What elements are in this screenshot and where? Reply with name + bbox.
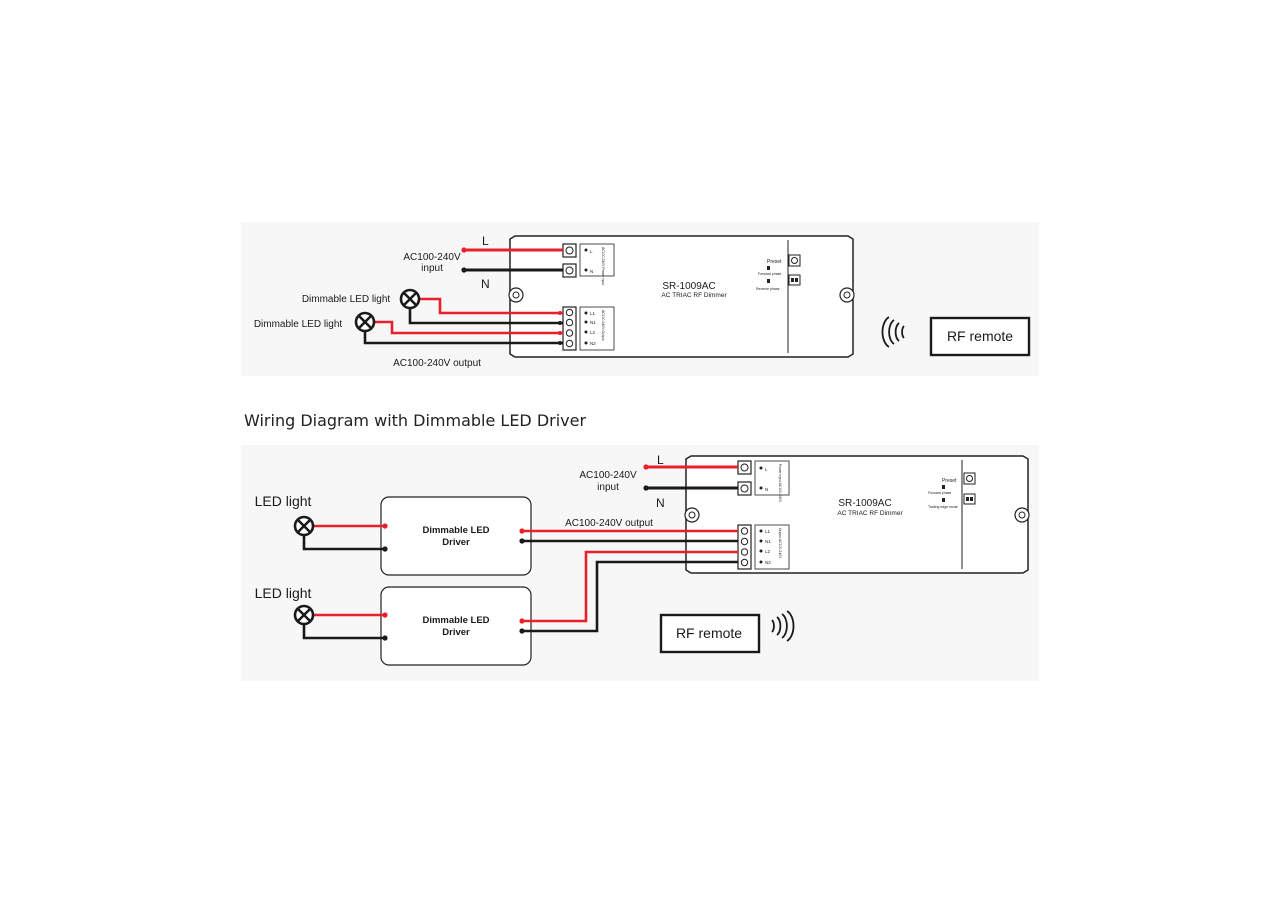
d1-input-label-2: input bbox=[421, 263, 443, 274]
device1-controls: Preset Forward phase Reverse phase bbox=[756, 254, 801, 291]
d2-label-N: N bbox=[656, 496, 665, 510]
d1-label-L: L bbox=[482, 234, 489, 248]
d1-signal-waves-icon bbox=[881, 316, 905, 348]
d2-preset-label: Preset bbox=[942, 478, 957, 484]
d2-signal-waves-icon bbox=[771, 610, 795, 642]
d2-wire-N2 bbox=[521, 560, 738, 633]
d1-wire-N1 bbox=[408, 308, 563, 325]
d2-in-term-L: L bbox=[765, 467, 768, 472]
d2-rf-remote-box bbox=[659, 613, 761, 654]
d2-out-term-N1: N1 bbox=[765, 539, 771, 544]
d2-rf-remote-label: RF remote bbox=[676, 625, 742, 641]
d1-input-label-1: AC100-240V bbox=[403, 252, 461, 263]
d2-driver-2-box bbox=[380, 586, 532, 666]
d2-wire-L2 bbox=[521, 550, 738, 623]
d1-preset-label: Preset bbox=[767, 259, 782, 265]
d2-driver2-line2: Driver bbox=[442, 627, 470, 638]
d2-led1-label: LED light bbox=[255, 493, 312, 509]
d1-output-label: AC100-240V output bbox=[393, 358, 481, 369]
d1-lamp-2-icon bbox=[354, 311, 376, 333]
diagram1: L N AC100-240V Power input L1 N1 L2 N2 A… bbox=[254, 234, 1031, 369]
d2-led2-label: LED light bbox=[255, 585, 312, 601]
d1-wire-N2 bbox=[363, 331, 563, 345]
device1-subtitle: AC TRIAC RF Dimmer bbox=[661, 292, 727, 299]
diagram2-heading: Wiring Diagram with Dimmable LED Driver bbox=[244, 411, 587, 430]
device1-output-terminals: L1 N1 L2 N2 AC100-240V Output bbox=[562, 306, 615, 351]
d1-rf-remote-label: RF remote bbox=[947, 328, 1013, 344]
d2-in-block-text: Power input AC100-240V bbox=[778, 464, 782, 503]
d1-out-block-text: AC100-240V Output bbox=[601, 310, 605, 341]
d1-phase2-label: Reverse phase bbox=[756, 287, 780, 291]
d2-out-block-text: Output AC100-240V bbox=[778, 528, 782, 559]
d1-lamp-1-icon bbox=[399, 288, 421, 310]
d1-in-block-text: AC100-240V Power input bbox=[601, 247, 605, 285]
d2-driver1-line1: Dimmable LED bbox=[422, 525, 489, 536]
d1-out-term-L2: L2 bbox=[590, 330, 596, 335]
device2-name: SR-1009AC bbox=[838, 498, 891, 509]
d2-out-term-L1: L1 bbox=[765, 529, 771, 534]
d1-label-N: N bbox=[481, 277, 490, 291]
d2-led2-wire-black bbox=[302, 624, 385, 640]
d2-output-label: AC100-240V output bbox=[565, 518, 653, 529]
d2-out-term-N2: N2 bbox=[765, 560, 771, 565]
device1-name: SR-1009AC bbox=[662, 281, 715, 292]
d2-led-2-icon bbox=[293, 604, 315, 626]
d2-input-label-1: AC100-240V bbox=[579, 470, 637, 481]
d1-wire-L1 bbox=[418, 297, 563, 315]
d1-in-term-N: N bbox=[590, 269, 593, 274]
d1-rf-remote-box bbox=[929, 316, 1031, 357]
d2-out-term-L2: L2 bbox=[765, 549, 771, 554]
device2-output-terminals: L1 N1 L2 N2 Output AC100-240V bbox=[737, 524, 790, 570]
d1-in-term-L: L bbox=[590, 249, 593, 254]
d2-driver2-line1: Dimmable LED bbox=[422, 615, 489, 626]
d2-label-L: L bbox=[657, 453, 664, 467]
device2-subtitle: AC TRIAC RF Dimmer bbox=[837, 510, 903, 517]
d2-driver1-line2: Driver bbox=[442, 537, 470, 548]
d1-lamp2-label: Dimmable LED light bbox=[254, 319, 343, 330]
d2-in-term-N: N bbox=[765, 487, 768, 492]
d1-out-term-N1: N1 bbox=[590, 320, 596, 325]
d2-led1-wire-black bbox=[302, 535, 385, 551]
diagram2: L N Power input AC100-240V L1 N1 L2 N2 O… bbox=[255, 453, 1030, 666]
d1-lamp1-label: Dimmable LED light bbox=[302, 294, 391, 305]
d1-wire-L2 bbox=[374, 320, 563, 335]
d2-driver-1-box bbox=[380, 496, 532, 576]
d2-phase1-label: Forward phase bbox=[928, 491, 951, 495]
d2-led-1-icon bbox=[293, 515, 315, 537]
d2-input-label-2: input bbox=[597, 482, 619, 493]
device1-input-terminals: L N AC100-240V Power input bbox=[562, 243, 615, 285]
d1-out-term-N2: N2 bbox=[590, 341, 596, 346]
d2-phase2-label: Trailing edge mode bbox=[928, 505, 958, 509]
device2-input-terminals: L N Power input AC100-240V bbox=[737, 460, 790, 503]
d1-out-term-L1: L1 bbox=[590, 311, 596, 316]
device2-controls: Preset Forward phase Trailing edge mode bbox=[928, 472, 976, 509]
d1-phase1-label: Forward phase bbox=[758, 272, 781, 276]
